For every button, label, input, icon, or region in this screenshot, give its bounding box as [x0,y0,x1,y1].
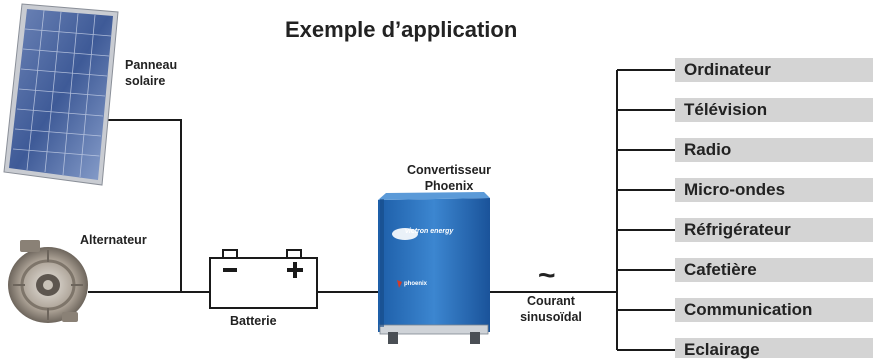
sine-wave-icon: ~ [538,259,556,292]
appliance-label-communication: Communication [684,300,813,319]
current-type-label: Courant sinusoïdal [520,294,582,324]
converter-label: Convertisseur Phoenix [406,163,492,193]
battery-image [209,249,318,309]
converter-model-text: phoenix [404,281,428,287]
wire-solar [100,119,182,292]
battery-label: Batterie [230,314,277,328]
page-title: Exemple d’application [285,17,518,42]
battery-minus-icon [223,268,237,272]
converter-brand-text: victron energy [405,228,454,235]
appliance-box-eclairage [675,338,873,358]
appliance-box-ordinateur [675,58,873,82]
appliance-label-radio: Radio [684,140,732,159]
alternator-label: Alternateur [80,233,147,247]
alternator-image [8,240,88,323]
battery-plus-icon [287,262,303,278]
appliance-box-cafetiere [675,258,873,282]
appliance-box-micro-ondes [675,178,873,202]
appliance-label-cafetiere: Cafetière [684,260,757,279]
converter-image [378,192,490,344]
appliance-label-ordinateur: Ordinateur [684,60,771,79]
appliance-box-radio [675,138,873,162]
appliance-label-eclairage: Eclairage [684,340,760,359]
appliance-label-television: Télévision [684,100,768,119]
solar-panel-image [3,3,119,186]
appliance-box-refrigerateur [675,218,873,242]
appliance-box-television [675,98,873,122]
wires [88,69,675,351]
appliance-label-refrigerateur: Réfrigérateur [684,220,791,239]
appliance-box-communication [675,298,873,322]
solar-panel-label: Panneau solaire [125,58,178,88]
appliance-label-micro-ondes: Micro-ondes [684,180,786,199]
